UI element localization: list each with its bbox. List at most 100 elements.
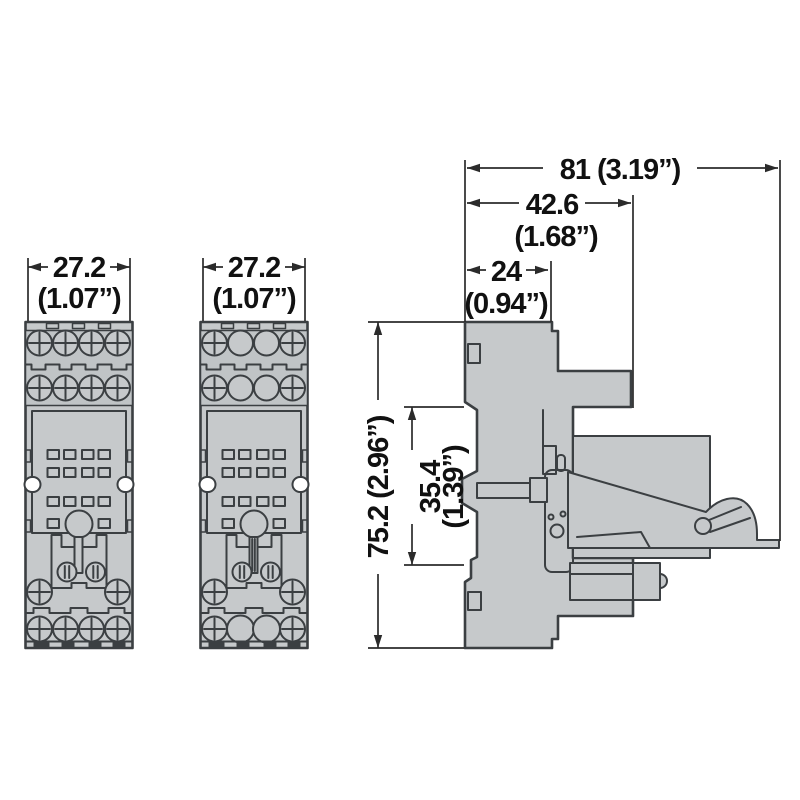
screw-icon (201, 374, 228, 402)
foot (33, 642, 50, 647)
foot (112, 642, 126, 647)
edge-tab (126, 519, 134, 533)
lower-block-pin (659, 573, 668, 589)
screw-icon (26, 578, 53, 606)
edge-tab (24, 449, 32, 463)
clip-slot (708, 506, 751, 533)
screw-icon (26, 374, 53, 402)
screw-icon (104, 615, 131, 643)
dimension-overall-height: 75.2 (2.96”) (363, 321, 464, 649)
lower-divider (199, 607, 309, 614)
dimension-overall-width: 81 (3.19”) (464, 154, 781, 541)
clip-fold (576, 531, 651, 549)
top-notch (45, 322, 60, 330)
center-slot-lines (251, 538, 256, 572)
terminal-divider (199, 363, 309, 371)
screw-icon (279, 329, 306, 357)
foot (208, 642, 225, 647)
center-slot (73, 536, 84, 574)
edge-cutout (23, 476, 42, 493)
body-hole (467, 591, 482, 611)
screw-icon (52, 615, 79, 643)
dim-socket-b-in: (1.07”) (212, 283, 296, 315)
dimension-rail-height: 35.4 (1.39”) (404, 406, 470, 566)
dim-rail-height-in: (1.39”) (438, 445, 470, 529)
dim-overall-width: 81 (3.19”) (560, 154, 681, 186)
round-hole-icon (252, 614, 281, 644)
release-rod (476, 482, 531, 499)
foot (236, 642, 250, 647)
dimensions: 27.2 (1.07”) 27.2 (1.07”) 81 (3.19”) (27, 154, 781, 649)
round-hole-icon (253, 374, 280, 402)
top-notch (220, 322, 235, 330)
retaining-clip (567, 471, 780, 549)
screw-icon (104, 329, 131, 357)
edge-tab (301, 449, 309, 463)
plate-hole (549, 523, 565, 539)
edge-cutout (116, 476, 135, 493)
lower-block (569, 562, 661, 601)
dim-socket-a-in: (1.07”) (37, 283, 121, 315)
screw-icon (78, 329, 105, 357)
screw-icon (26, 329, 53, 357)
round-hole-icon (227, 329, 254, 357)
dim-upper-width-mm: 42.6 (526, 189, 579, 221)
screw-icon (52, 374, 79, 402)
screw-icon (78, 615, 105, 643)
foot (263, 642, 277, 647)
lever-spring (556, 454, 566, 472)
top-notch (272, 322, 287, 330)
pocket-contour (225, 534, 283, 589)
plate-hole (559, 510, 567, 518)
top-notch (71, 322, 86, 330)
terminal-divider (24, 363, 134, 371)
screw-icon (52, 329, 79, 357)
screw-icon (279, 615, 306, 643)
round-hole-icon (227, 374, 254, 402)
center-hole (239, 509, 269, 539)
edge-tab (301, 519, 309, 533)
screw-icon (104, 374, 131, 402)
dimension-upper-width: 42.6 (1.68”) (467, 189, 634, 408)
dim-overall-height: 75.2 (2.96”) (363, 415, 395, 558)
plate-hole (547, 513, 555, 521)
body-hole (467, 343, 481, 364)
edge-cutout (198, 476, 217, 493)
front-view-socket-a (23, 320, 135, 650)
foot (287, 642, 301, 647)
dimension-socket-b-width: 27.2 (1.07”) (202, 252, 306, 321)
lower-divider (24, 607, 134, 614)
screw-icon (201, 615, 228, 643)
release-rod-head (529, 477, 548, 503)
top-notch (97, 322, 112, 330)
pin-slots (46, 449, 111, 529)
round-hole-icon (253, 329, 280, 357)
screw-icon (78, 374, 105, 402)
foot (61, 642, 75, 647)
foot (88, 642, 102, 647)
edge-cutout (291, 476, 310, 493)
round-hole-icon (226, 614, 255, 644)
center-hole (64, 509, 94, 539)
pocket-contour (50, 534, 108, 589)
screw-icon (104, 578, 131, 606)
slot-screw-icon (56, 561, 78, 583)
dimension-front-depth: 24 (0.94”) (464, 256, 552, 322)
edge-tab (199, 519, 207, 533)
edge-tab (24, 519, 32, 533)
screw-icon (279, 374, 306, 402)
screw-icon (279, 578, 306, 606)
edge-tab (199, 449, 207, 463)
screw-icon (201, 578, 228, 606)
front-view-socket-b (198, 320, 310, 650)
dim-socket-b-mm: 27.2 (228, 252, 280, 284)
center-slot (248, 536, 259, 574)
slot-screw-icon (260, 561, 281, 583)
slot-screw-icon (85, 561, 106, 583)
dimension-socket-a-width: 27.2 (1.07”) (27, 252, 131, 321)
screw-icon (201, 329, 228, 357)
dim-rail-height-mm: 35.4 (415, 460, 447, 513)
dim-upper-width-in: (1.68”) (514, 221, 598, 253)
